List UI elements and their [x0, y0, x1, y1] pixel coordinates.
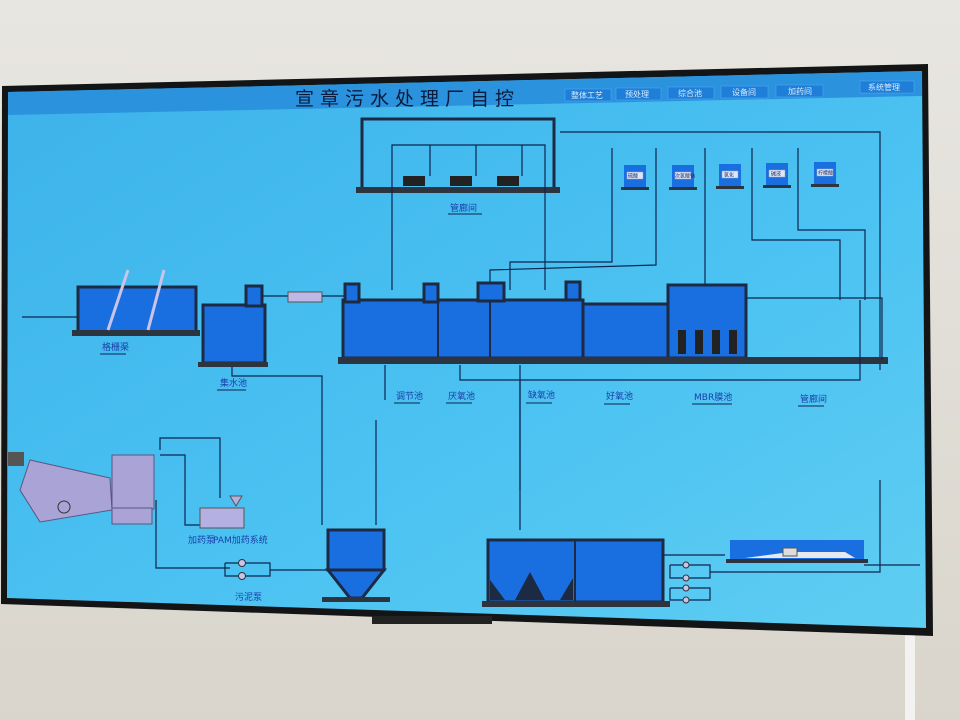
title-bar: 宣章污水处理厂自控: [8, 71, 922, 115]
pump[interactable]: [450, 176, 472, 186]
svg-text:集水池: 集水池: [220, 377, 247, 389]
pam-dosing-system[interactable]: [199, 495, 245, 529]
svg-text:管廊间: 管廊间: [450, 202, 477, 214]
grille-machine[interactable]: [146, 269, 166, 331]
svg-text:氯化: 氯化: [724, 172, 734, 179]
svg-text:PAM加药系统: PAM加药系统: [213, 534, 268, 546]
svg-text:加药间: 加药间: [788, 86, 812, 96]
bio-tank: [338, 280, 888, 530]
svg-text:硫酸: 硫酸: [628, 173, 638, 180]
svg-text:次氯酸钠: 次氯酸钠: [675, 173, 695, 180]
svg-text:整体工艺: 整体工艺: [571, 90, 603, 100]
stage-labels: 调节池 厌氧池 缺氧池 好氧池 MBR膜池 管廊间: [394, 389, 827, 407]
grille-machine[interactable]: [106, 269, 130, 331]
pump[interactable]: [497, 176, 519, 186]
svg-text:加药泵: 加药泵: [188, 535, 215, 546]
nav-bar: 整体工艺 预处理 综合池 设备间 加药间 系统管理: [564, 80, 915, 102]
svg-text:厌氧池: 厌氧池: [448, 390, 475, 402]
nav-equipment-room[interactable]: 设备间: [720, 85, 769, 99]
page-title: 宣章污水处理厂自控: [295, 88, 520, 110]
svg-text:系统管理: 系统管理: [868, 82, 900, 92]
chemical-tank[interactable]: 次氯酸钠: [669, 165, 697, 190]
fine-screen[interactable]: [287, 291, 323, 303]
collection-tank: 集水池: [198, 284, 345, 525]
svg-text:污泥泵: 污泥泵: [235, 591, 262, 603]
nav-system-management[interactable]: 系统管理: [859, 80, 915, 94]
clear-water-tank: [482, 480, 881, 607]
svg-text:设备间: 设备间: [732, 87, 756, 97]
nav-overall-process[interactable]: 整体工艺: [564, 88, 612, 102]
svg-text:综合池: 综合池: [678, 88, 702, 98]
svg-text:MBR膜池: MBR膜池: [694, 391, 732, 403]
svg-text:柠檬酸: 柠檬酸: [818, 170, 833, 177]
nav-dosing-room[interactable]: 加药间: [775, 84, 824, 98]
svg-text:好氧池: 好氧池: [606, 390, 633, 402]
svg-text:缺氧池: 缺氧池: [528, 389, 555, 401]
svg-text:预处理: 预处理: [625, 89, 649, 99]
chemical-tank[interactable]: 硫酸: [621, 165, 649, 190]
aerobic-section: [581, 302, 670, 360]
pump[interactable]: [403, 176, 425, 186]
chemical-tank[interactable]: 碱液: [763, 163, 791, 188]
chemical-tanks: 硫酸 次氯酸钠 氯化 碱液 柠檬酸: [489, 131, 881, 370]
chemical-tank[interactable]: 柠檬酸: [811, 162, 839, 187]
pipe-gallery-top: 管廊间: [356, 117, 560, 290]
sludge-dewatering-machine[interactable]: [8, 452, 155, 525]
wall-cable: [905, 630, 915, 720]
tv-stand: [372, 616, 492, 624]
svg-text:格栅渠: 格栅渠: [102, 341, 129, 353]
svg-text:碱液: 碱液: [771, 171, 781, 178]
backwash-pumps[interactable]: [669, 561, 711, 604]
mbr-membrane-modules[interactable]: [678, 330, 737, 354]
svg-text:管廊间: 管廊间: [800, 393, 827, 405]
nav-combined-tank[interactable]: 综合池: [667, 86, 715, 100]
uv-disinfection-channel: [726, 540, 920, 566]
grille-channel: 格栅渠: [22, 269, 200, 355]
nav-pretreatment[interactable]: 预处理: [615, 87, 662, 101]
svg-text:调节池: 调节池: [396, 390, 423, 402]
sludge-tank: [322, 528, 390, 602]
chemical-tank[interactable]: 氯化: [716, 164, 744, 189]
sludge-pumps[interactable]: [224, 559, 271, 580]
